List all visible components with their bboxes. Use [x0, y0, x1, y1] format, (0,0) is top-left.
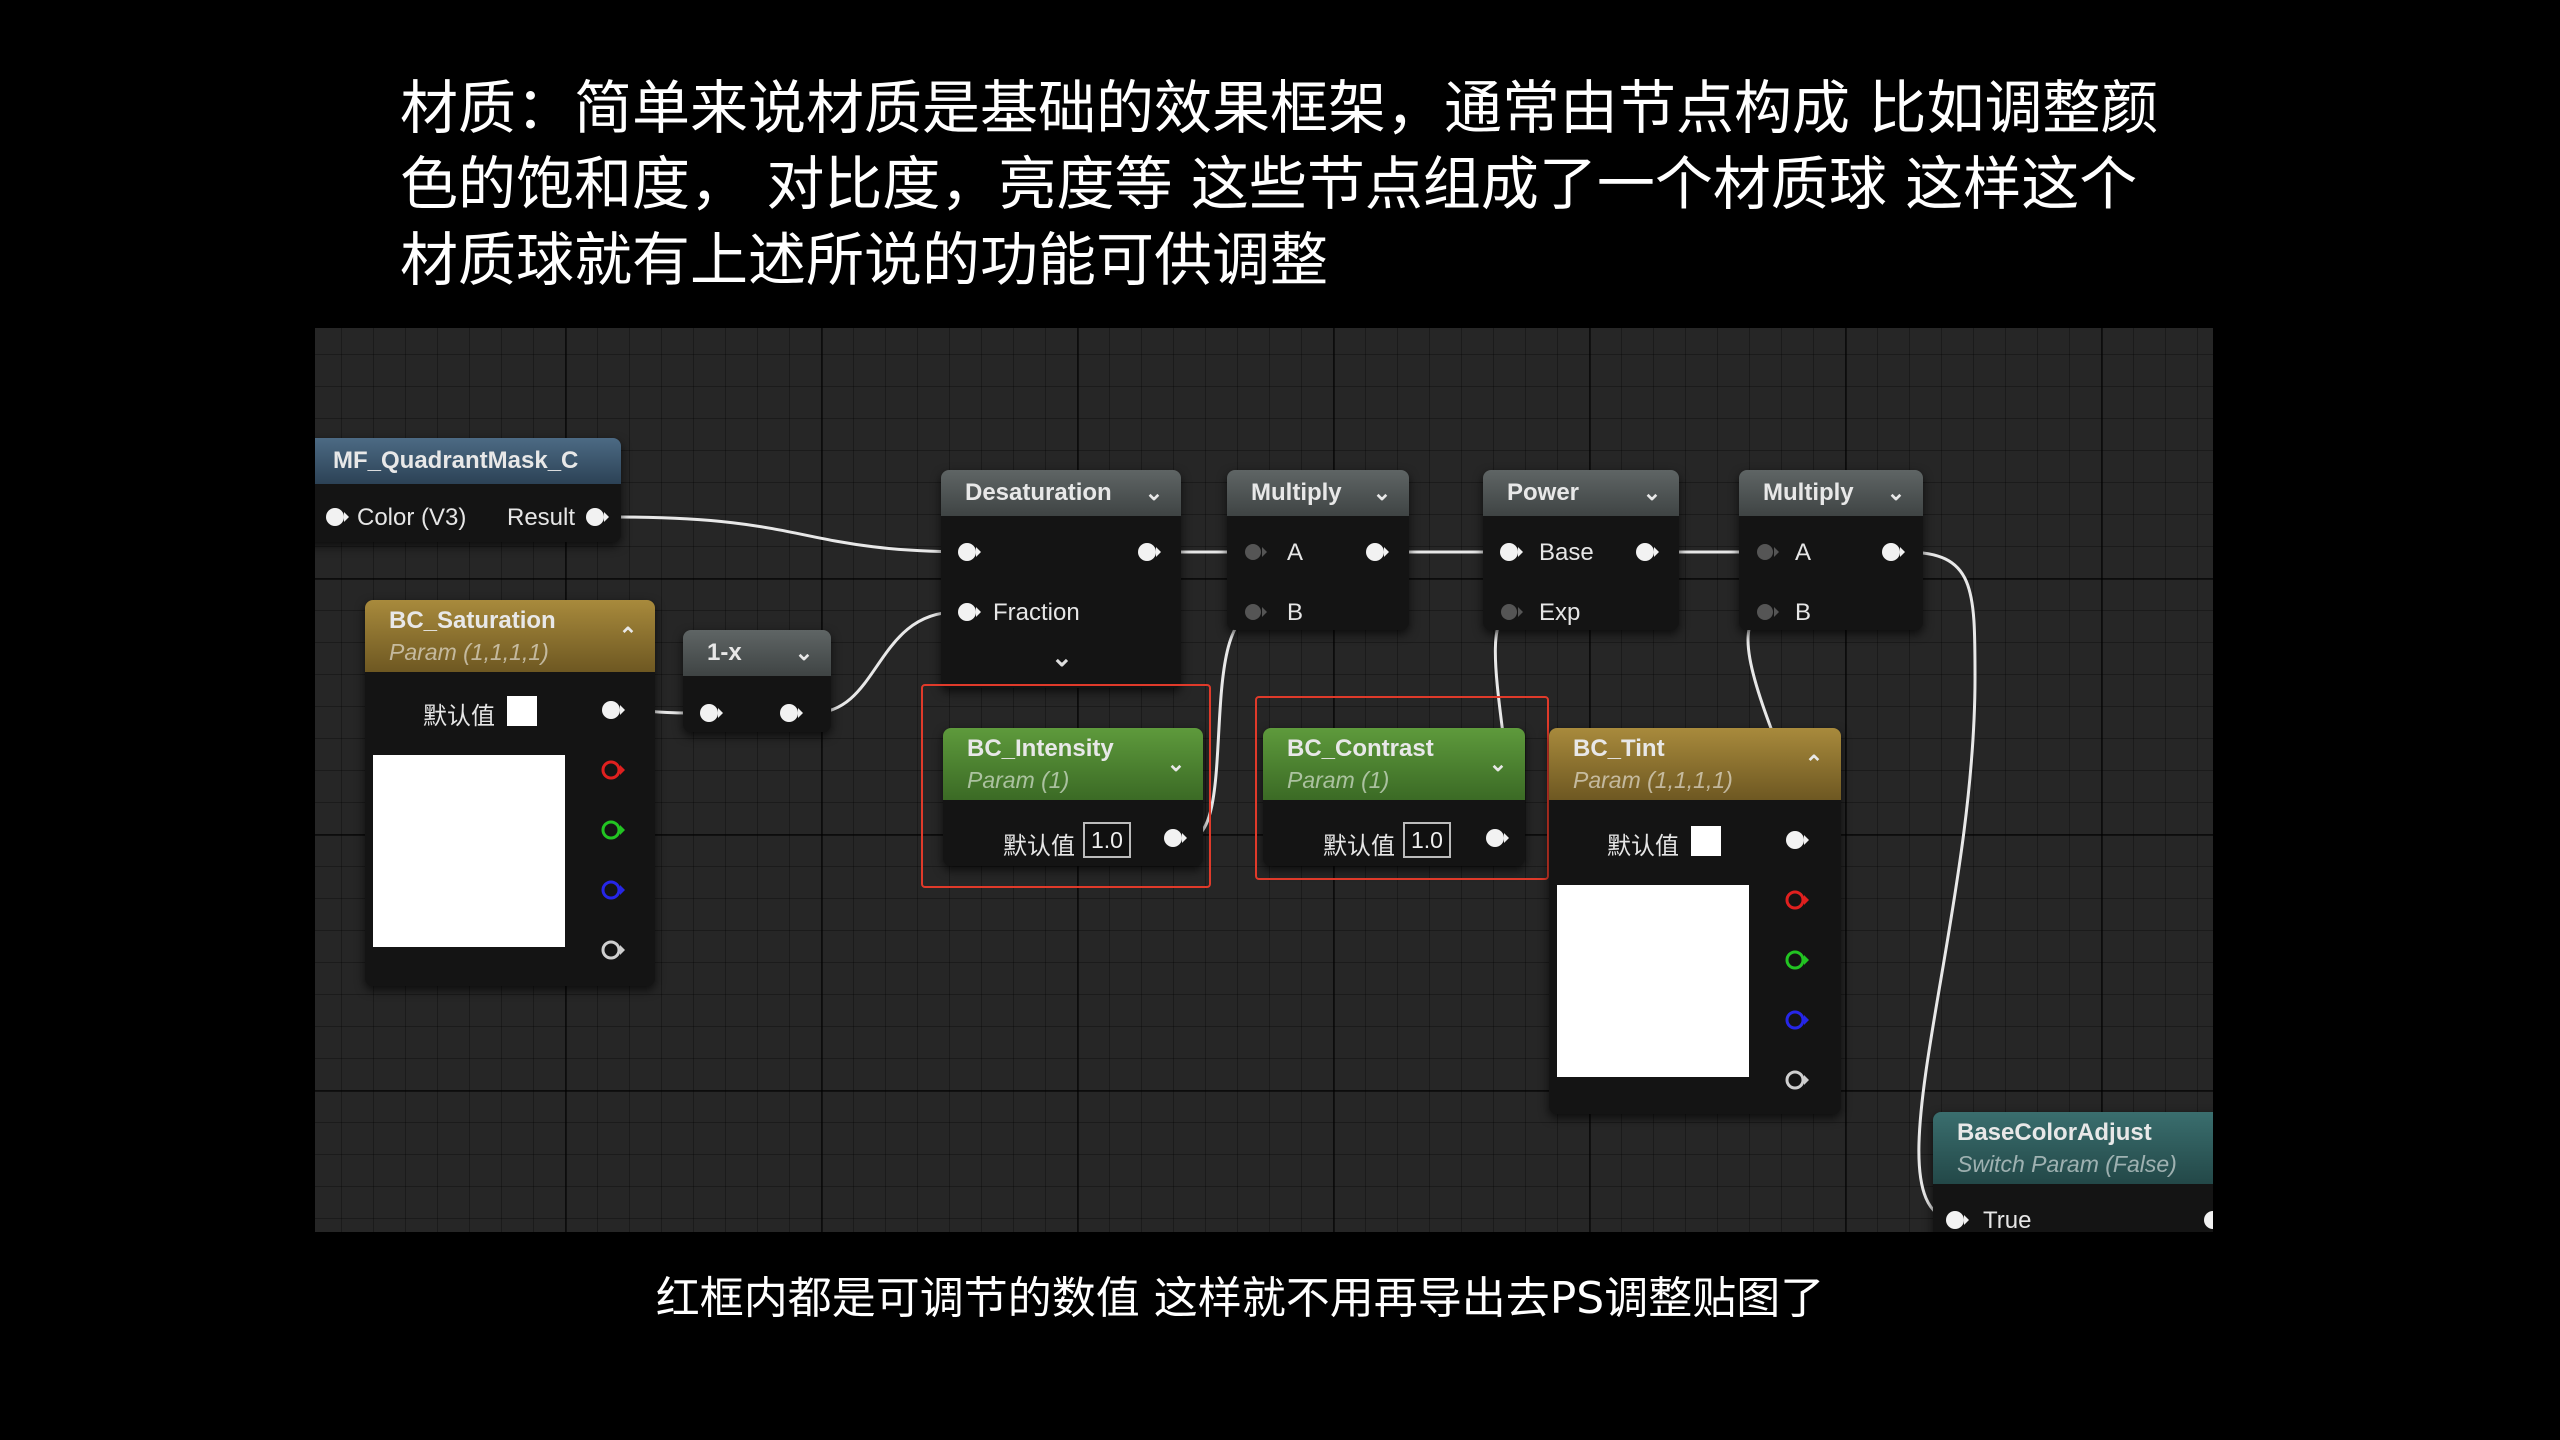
chevron-up-icon[interactable]: ⌃: [1804, 751, 1824, 776]
output-pin-a[interactable]: [1785, 1068, 1809, 1092]
output-pin-result[interactable]: [585, 505, 609, 529]
output-pin[interactable]: [1881, 540, 1905, 564]
input-pin-a[interactable]: [1243, 540, 1267, 564]
wire-1x-to-fraction: [812, 610, 958, 715]
node-title: Desaturation: [965, 479, 1112, 506]
default-value-label: 默认值: [1323, 833, 1395, 860]
input-pin-color[interactable]: [325, 505, 349, 529]
chevron-down-icon[interactable]: ⌄: [1144, 480, 1164, 505]
node-title: BC_Tint: [1573, 734, 1665, 762]
default-value-label: 默认值: [1003, 833, 1075, 860]
output-pin-g[interactable]: [1785, 948, 1809, 972]
output-pin-r[interactable]: [1785, 888, 1809, 912]
input-pin-fraction[interactable]: [957, 600, 981, 624]
output-pin-rgba[interactable]: [1785, 828, 1809, 852]
output-pin[interactable]: [779, 701, 803, 725]
default-value-input[interactable]: 1.0: [1403, 822, 1451, 858]
color-swatch-small[interactable]: [1691, 826, 1721, 856]
default-value-input[interactable]: 1.0: [1083, 822, 1131, 858]
material-graph-canvas[interactable]: MF_QuadrantMask_C Color (V3) Result BC_S…: [315, 328, 2213, 1232]
output-pin[interactable]: [1635, 540, 1659, 564]
wire-multiply2-to-basecoloradjust: [1904, 550, 1977, 1222]
node-subtitle: Param (1,1,1,1): [1573, 766, 1733, 793]
output-pin[interactable]: [2203, 1208, 2213, 1232]
chevron-down-icon[interactable]: ⌄: [1886, 480, 1906, 505]
node-title: BC_Saturation: [389, 606, 556, 634]
highlight-box-intensity: [921, 684, 1211, 888]
expand-chevron-icon[interactable]: ⌄: [1051, 642, 1073, 672]
pin-label: A: [1795, 539, 1812, 566]
pin-label: Color (V3): [357, 504, 467, 531]
node-title: MF_QuadrantMask_C: [333, 447, 579, 474]
node-bc-intensity[interactable]: BC_Intensity Param (1) ⌄ 默认值 1.0: [943, 728, 1203, 866]
default-value-label: 默认值: [1607, 833, 1679, 860]
node-desaturation[interactable]: Desaturation ⌄ Fraction ⌄: [941, 470, 1181, 688]
pin-label: Fraction: [993, 599, 1080, 626]
pin-label: Result: [507, 504, 576, 531]
node-bc-tint[interactable]: BC_Tint Param (1,1,1,1) ⌃ 默认值: [1549, 728, 1841, 1114]
output-pin-rgba[interactable]: [601, 698, 625, 722]
node-base-color-adjust[interactable]: BaseColorAdjust Switch Param (False) Tru…: [1933, 1112, 2213, 1232]
input-pin-base[interactable]: [1499, 540, 1523, 564]
node-title: BC_Intensity: [967, 734, 1114, 762]
node-title: BC_Contrast: [1287, 734, 1434, 762]
chevron-down-icon[interactable]: ⌄: [1166, 751, 1186, 776]
default-value-label: 默认值: [423, 703, 495, 730]
pin-label: B: [1795, 599, 1812, 626]
highlight-box-contrast: [1255, 696, 1549, 880]
output-pin[interactable]: [1137, 540, 1161, 564]
node-title: Multiply: [1763, 479, 1854, 506]
node-bc-saturation[interactable]: BC_Saturation Param (1,1,1,1) ⌃ 默认值: [365, 600, 655, 986]
chevron-down-icon[interactable]: ⌄: [794, 640, 814, 665]
node-multiply-2[interactable]: Multiply ⌄ A B: [1739, 470, 1923, 630]
output-pin[interactable]: [1365, 540, 1389, 564]
input-pin-a[interactable]: [1755, 540, 1779, 564]
node-one-minus-x[interactable]: 1-x ⌄: [683, 630, 831, 732]
slide-title: 材质：简单来说材质是基础的效果框架，通常由节点构成 比如调整颜色的饱和度， 对比…: [400, 74, 2159, 294]
output-pin[interactable]: [1163, 826, 1187, 850]
input-pin[interactable]: [699, 701, 723, 725]
node-subtitle: Switch Param (False): [1957, 1150, 2177, 1177]
color-swatch-small[interactable]: [507, 696, 537, 726]
subtitle-caption: 红框内都是可调节的数值 这样就不用再导出去PS调整贴图了: [655, 1273, 1825, 1324]
node-power[interactable]: Power ⌄ Base Exp: [1483, 470, 1679, 630]
output-pin-a[interactable]: [601, 938, 625, 962]
node-mf-quadrantmask[interactable]: MF_QuadrantMask_C Color (V3) Result: [315, 438, 621, 542]
output-pin-b[interactable]: [601, 878, 625, 902]
input-pin-b[interactable]: [1243, 600, 1267, 624]
output-pin-g[interactable]: [601, 818, 625, 842]
node-title: 1-x: [707, 639, 742, 666]
pin-label: True: [1983, 1207, 2032, 1232]
color-swatch-preview: [1557, 885, 1749, 1077]
input-pin-true[interactable]: [1945, 1208, 1969, 1232]
node-subtitle: Param (1,1,1,1): [389, 638, 549, 665]
node-bc-contrast[interactable]: BC_Contrast Param (1) ⌄ 默认值 1.0: [1263, 728, 1525, 866]
pin-label: A: [1287, 539, 1304, 566]
pin-label: Base: [1539, 539, 1594, 566]
node-subtitle: Param (1): [1287, 766, 1390, 793]
node-subtitle: Param (1): [967, 766, 1070, 793]
input-pin-exp[interactable]: [1499, 600, 1523, 624]
chevron-down-icon[interactable]: ⌄: [1488, 751, 1508, 776]
input-pin-b[interactable]: [1755, 600, 1779, 624]
node-title: BaseColorAdjust: [1957, 1118, 2152, 1146]
node-title: Multiply: [1251, 479, 1342, 506]
node-multiply-1[interactable]: Multiply ⌄ A B: [1227, 470, 1409, 630]
output-pin[interactable]: [1485, 826, 1509, 850]
input-pin[interactable]: [957, 540, 981, 564]
node-title: Power: [1507, 479, 1580, 506]
chevron-down-icon[interactable]: ⌄: [1642, 480, 1662, 505]
pin-label: Exp: [1539, 599, 1581, 626]
chevron-up-icon[interactable]: ⌃: [618, 623, 638, 648]
pin-label: B: [1287, 599, 1304, 626]
output-pin-b[interactable]: [1785, 1008, 1809, 1032]
output-pin-r[interactable]: [601, 758, 625, 782]
chevron-down-icon[interactable]: ⌄: [1372, 480, 1392, 505]
wire-result-to-desaturation: [614, 515, 976, 554]
color-swatch-preview: [373, 755, 565, 947]
